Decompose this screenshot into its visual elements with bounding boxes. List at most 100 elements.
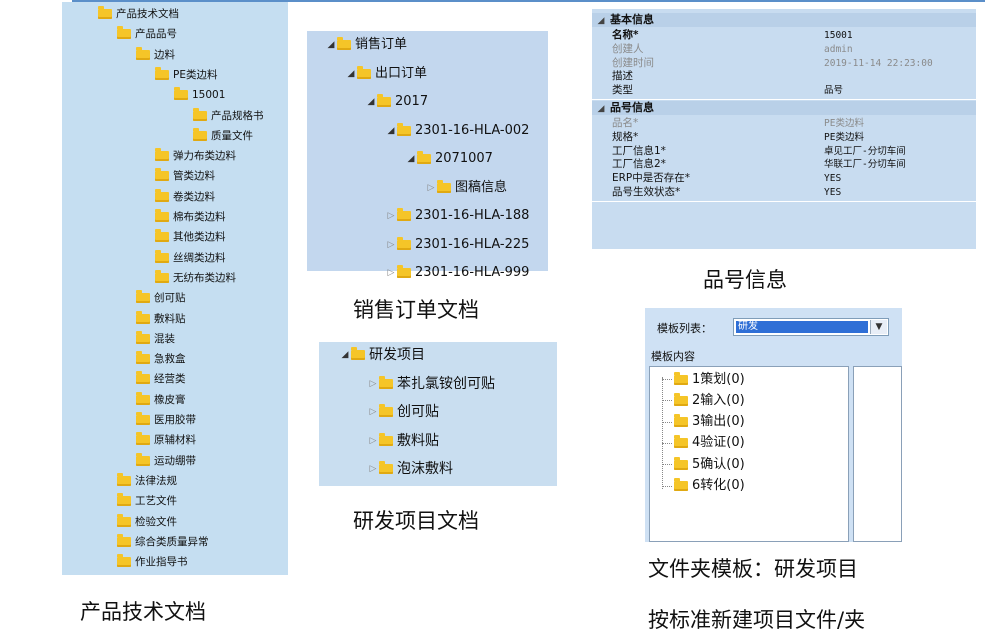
template-tree-node[interactable]: 2输入(0) (662, 390, 745, 411)
expanded-triangle-icon[interactable]: ◢ (367, 97, 375, 107)
tree-node[interactable]: 急救盒 (136, 351, 186, 366)
template-tree-node[interactable]: 3输出(0) (662, 412, 745, 433)
tree-node[interactable]: 混装 (136, 330, 175, 346)
tree-node[interactable]: 原辅材料 (136, 432, 196, 447)
collapsed-triangle-icon[interactable]: ▷ (369, 407, 377, 417)
template-tree-node[interactable]: 1策划(0) (662, 369, 745, 390)
tree-node[interactable]: ▷ 2301-16-HLA-999 (385, 263, 529, 283)
folder-icon (397, 265, 411, 278)
property-row[interactable]: 品号生效状态*YES (592, 186, 976, 199)
template-tree-node[interactable]: 5确认(0) (662, 454, 745, 475)
tree-node[interactable]: 医用胶带 (136, 412, 196, 427)
tree-node[interactable]: 作业指导书 (117, 554, 188, 569)
tree-node[interactable]: ▷2301-16-HLA-188 (385, 206, 529, 226)
tree-node[interactable]: PE类边料 (155, 66, 217, 82)
property-row[interactable]: 描述 (592, 70, 976, 83)
expanded-triangle-icon[interactable]: ◢ (597, 104, 605, 114)
template-tree-node[interactable]: 4验证(0) (662, 433, 745, 454)
tree-node-label: 边料 (154, 48, 175, 61)
folder-icon (98, 6, 112, 19)
template-list-select[interactable]: 研发 ▼ (733, 318, 889, 336)
tree-node[interactable]: 产品技术文档 (98, 6, 179, 21)
expanded-triangle-icon[interactable]: ◢ (327, 40, 335, 50)
tree-node-label: 基本信息 (610, 13, 654, 26)
folder-icon (155, 249, 169, 263)
expanded-triangle-icon[interactable]: ◢ (387, 125, 395, 136)
folder-icon (155, 66, 169, 80)
collapsed-triangle-icon[interactable]: ▷ (369, 378, 377, 389)
property-row[interactable]: ERP中是否存在*YES (592, 172, 976, 185)
tree-node-label: 图稿信息 (455, 179, 508, 195)
expanded-triangle-icon[interactable]: ◢ (341, 350, 349, 360)
template-caption-2: 按标准新建项目文件/夹 (648, 608, 866, 632)
tree-node[interactable]: ▷苯扎氯铵创可贴 (367, 373, 495, 395)
tree-node[interactable]: 检验文件 (117, 513, 177, 529)
tree-node[interactable]: 质量文件 (193, 127, 253, 143)
property-section-header[interactable]: ◢ 基本信息 (592, 13, 976, 27)
collapsed-triangle-icon[interactable]: ▷ (387, 268, 395, 278)
tree-node[interactable]: 棉布类边料 (155, 209, 226, 224)
collapsed-triangle-icon[interactable]: ▷ (387, 239, 395, 250)
folder-icon (357, 65, 371, 79)
property-row[interactable]: 品名*PE类边料 (592, 117, 976, 130)
tree-node-label: 2301-16-HLA-999 (415, 265, 530, 280)
property-row[interactable]: 规格*PE类边料 (592, 131, 976, 144)
tree-node[interactable]: ▷泡沫敷料 (367, 458, 453, 480)
tree-node[interactable]: 产品品号 (117, 26, 177, 41)
tree-node[interactable]: ◢2071007 (405, 149, 493, 169)
expanded-triangle-icon[interactable]: ◢ (407, 154, 415, 164)
tree-node-label: 1策划(0) (692, 371, 745, 387)
property-key: 工厂信息2* (612, 158, 666, 171)
folder-icon (351, 347, 365, 360)
tree-node[interactable]: 橡皮膏 (136, 391, 186, 407)
tree-node[interactable]: 卷类边料 (155, 188, 215, 204)
tree-node[interactable]: 弹力布类边料 (155, 148, 236, 163)
tree-node[interactable]: 15001 (174, 87, 225, 102)
tree-node[interactable]: ◢销售订单 (325, 35, 407, 55)
chevron-down-icon[interactable]: ▼ (870, 320, 887, 334)
tree-node[interactable]: ▷ 图稿信息 (425, 178, 507, 198)
tree-node[interactable]: 创可贴 (136, 290, 186, 305)
property-row[interactable]: 工厂信息1*卓见工厂-分切车间 (592, 145, 976, 158)
tree-node[interactable]: 综合类质量异常 (117, 533, 209, 549)
tree-node[interactable]: 产品规格书 (193, 107, 264, 123)
expanded-triangle-icon[interactable]: ◢ (347, 68, 355, 79)
tree-node[interactable]: 敷料贴 (136, 310, 186, 326)
tree-node[interactable]: 无纺布类边料 (155, 269, 236, 285)
tree-node[interactable]: 法律法规 (117, 472, 177, 488)
tree-node[interactable]: 运动绷带 (136, 452, 196, 468)
expanded-triangle-icon[interactable]: ◢ (597, 16, 605, 26)
tree-node[interactable]: 丝绸类边料 (155, 249, 226, 265)
tree-node-label: 4验证(0) (692, 435, 745, 451)
folder-icon (136, 351, 150, 365)
property-row[interactable]: 类型品号 (592, 84, 976, 97)
tree-node[interactable]: ◢2301-16-HLA-002 (385, 121, 529, 141)
tree-node[interactable]: ◢ 出口订单 (345, 64, 427, 84)
property-section-header[interactable]: ◢品号信息 (592, 101, 976, 115)
tree-node[interactable]: ◢研发项目 (339, 344, 425, 366)
folder-icon (377, 94, 391, 107)
property-row[interactable]: 名称*15001 (592, 29, 976, 42)
tree-node[interactable]: ▷敷料贴 (367, 430, 439, 452)
template-tree-node[interactable]: 6转化(0) (662, 476, 745, 497)
tree-node[interactable]: ◢2017 (365, 92, 428, 112)
collapsed-triangle-icon[interactable]: ▷ (387, 211, 395, 221)
tree-node[interactable]: 边料 (136, 46, 175, 62)
tree-node[interactable]: ▷创可贴 (367, 401, 439, 423)
tree-node[interactable]: 经营类 (136, 371, 186, 386)
property-row[interactable]: 工厂信息2*华联工厂-分切车间 (592, 158, 976, 171)
property-key: ERP中是否存在* (612, 172, 691, 185)
collapsed-triangle-icon[interactable]: ▷ (369, 464, 377, 474)
tree-node[interactable]: 管类边料 (155, 168, 215, 183)
tree-node-label: 产品技术文档 (116, 8, 179, 20)
tree-node[interactable]: 工艺文件 (117, 493, 177, 508)
folder-icon (155, 148, 169, 162)
folder-icon (674, 456, 688, 470)
collapsed-triangle-icon[interactable]: ▷ (369, 435, 377, 446)
tree-node[interactable]: 其他类边料 (155, 229, 226, 244)
tree-node-label: 出口订单 (375, 65, 428, 81)
collapsed-triangle-icon[interactable]: ▷ (427, 182, 435, 193)
tree-node[interactable]: ▷2301-16-HLA-225 (385, 235, 529, 255)
